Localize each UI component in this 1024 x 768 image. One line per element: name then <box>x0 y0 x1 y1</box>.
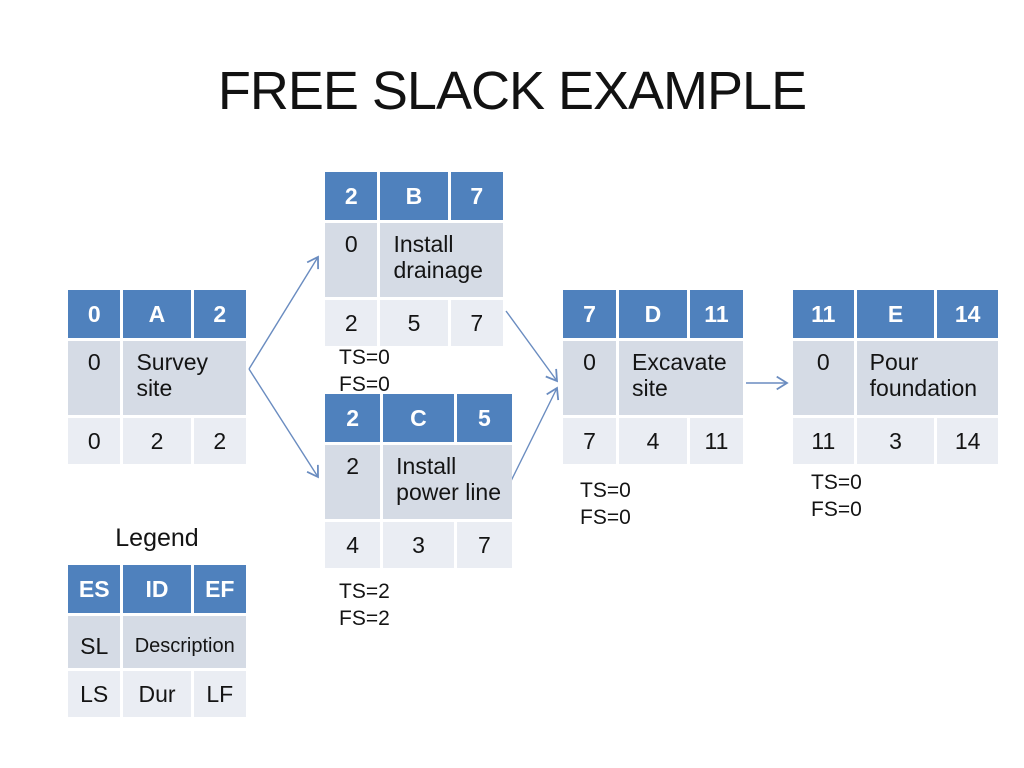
node-b-table: 2 B 7 0 Install drainage 2 5 7 <box>325 172 503 346</box>
node-a-slack-value: 0 <box>68 341 121 415</box>
node-e-lf: 14 <box>937 418 998 464</box>
activity-node-a: 0 A 2 0 Survey site 0 2 2 <box>68 290 246 464</box>
node-a-es: 0 <box>68 290 121 338</box>
node-c-id: C <box>383 394 454 442</box>
node-d-ef: 11 <box>689 290 743 338</box>
node-a-ls: 0 <box>68 418 121 464</box>
node-d-ls: 7 <box>563 418 617 464</box>
node-e-ef: 14 <box>937 290 998 338</box>
legend-ef: EF <box>193 565 246 613</box>
arrow-b-to-d <box>505 310 558 383</box>
node-d-id: D <box>619 290 687 338</box>
node-c-es: 2 <box>325 394 381 442</box>
node-b-es: 2 <box>325 172 378 220</box>
legend-id: ID <box>123 565 191 613</box>
node-b-description: Install drainage <box>380 223 503 297</box>
node-b-ef: 7 <box>450 172 503 220</box>
node-b-slack-value: 0 <box>325 223 378 297</box>
node-b-lf: 7 <box>450 300 503 346</box>
node-b-ts-label: TS=0 <box>339 346 390 369</box>
node-d-dur: 4 <box>619 418 687 464</box>
node-e-id: E <box>856 290 935 338</box>
legend-ls: LS <box>68 671 121 717</box>
node-d-ts-label: TS=0 <box>580 479 631 502</box>
node-a-dur: 2 <box>123 418 191 464</box>
arrow-a-to-c <box>248 368 319 479</box>
node-b-id: B <box>380 172 448 220</box>
node-a-description: Survey site <box>123 341 246 415</box>
node-b-fs-label: FS=0 <box>339 373 390 396</box>
node-e-ls: 11 <box>793 418 854 464</box>
node-a-lf: 2 <box>193 418 246 464</box>
slide-title: FREE SLACK EXAMPLE <box>217 61 807 121</box>
legend-block: ES ID EF SL Description LS Dur LF <box>68 565 246 717</box>
node-a-id: A <box>123 290 191 338</box>
node-e-description: Pour foundation <box>856 341 998 415</box>
node-c-dur: 3 <box>383 522 454 568</box>
node-e-slack-value: 0 <box>793 341 854 415</box>
node-c-slack-value: 2 <box>325 445 381 519</box>
node-c-ts-label: TS=2 <box>339 580 390 603</box>
legend-title: Legend <box>115 524 199 552</box>
activity-node-d: 7 D 11 0 Excavate site 7 4 11 <box>563 290 743 464</box>
node-d-fs-label: FS=0 <box>580 506 631 529</box>
legend-sl: SL <box>68 616 121 668</box>
node-e-ts-label: TS=0 <box>811 471 862 494</box>
node-d-es: 7 <box>563 290 617 338</box>
legend-description: Description <box>123 616 246 668</box>
activity-node-b: 2 B 7 0 Install drainage 2 5 7 <box>325 172 503 346</box>
node-a-ef: 2 <box>193 290 246 338</box>
arrow-a-to-b <box>248 255 319 370</box>
node-d-lf: 11 <box>689 418 743 464</box>
node-a-table: 0 A 2 0 Survey site 0 2 2 <box>68 290 246 464</box>
node-b-ls: 2 <box>325 300 378 346</box>
legend-lf: LF <box>193 671 246 717</box>
node-e-table: 11 E 14 0 Pour foundation 11 3 14 <box>793 290 998 464</box>
node-c-fs-label: FS=2 <box>339 607 390 630</box>
node-d-table: 7 D 11 0 Excavate site 7 4 11 <box>563 290 743 464</box>
node-c-table: 2 C 5 2 Install power line 4 3 7 <box>325 394 512 568</box>
node-c-ls: 4 <box>325 522 381 568</box>
node-e-dur: 3 <box>856 418 935 464</box>
node-c-description: Install power line <box>383 445 512 519</box>
node-d-slack-value: 0 <box>563 341 617 415</box>
arrow-c-to-d <box>510 386 560 482</box>
node-c-ef: 5 <box>456 394 512 442</box>
legend-dur: Dur <box>123 671 191 717</box>
activity-node-e: 11 E 14 0 Pour foundation 11 3 14 <box>793 290 998 464</box>
node-e-es: 11 <box>793 290 854 338</box>
node-d-description: Excavate site <box>619 341 743 415</box>
legend-es: ES <box>68 565 121 613</box>
node-b-dur: 5 <box>380 300 448 346</box>
legend-table: ES ID EF SL Description LS Dur LF <box>68 565 246 717</box>
node-e-fs-label: FS=0 <box>811 498 862 521</box>
node-c-lf: 7 <box>456 522 512 568</box>
activity-node-c: 2 C 5 2 Install power line 4 3 7 <box>325 394 512 568</box>
